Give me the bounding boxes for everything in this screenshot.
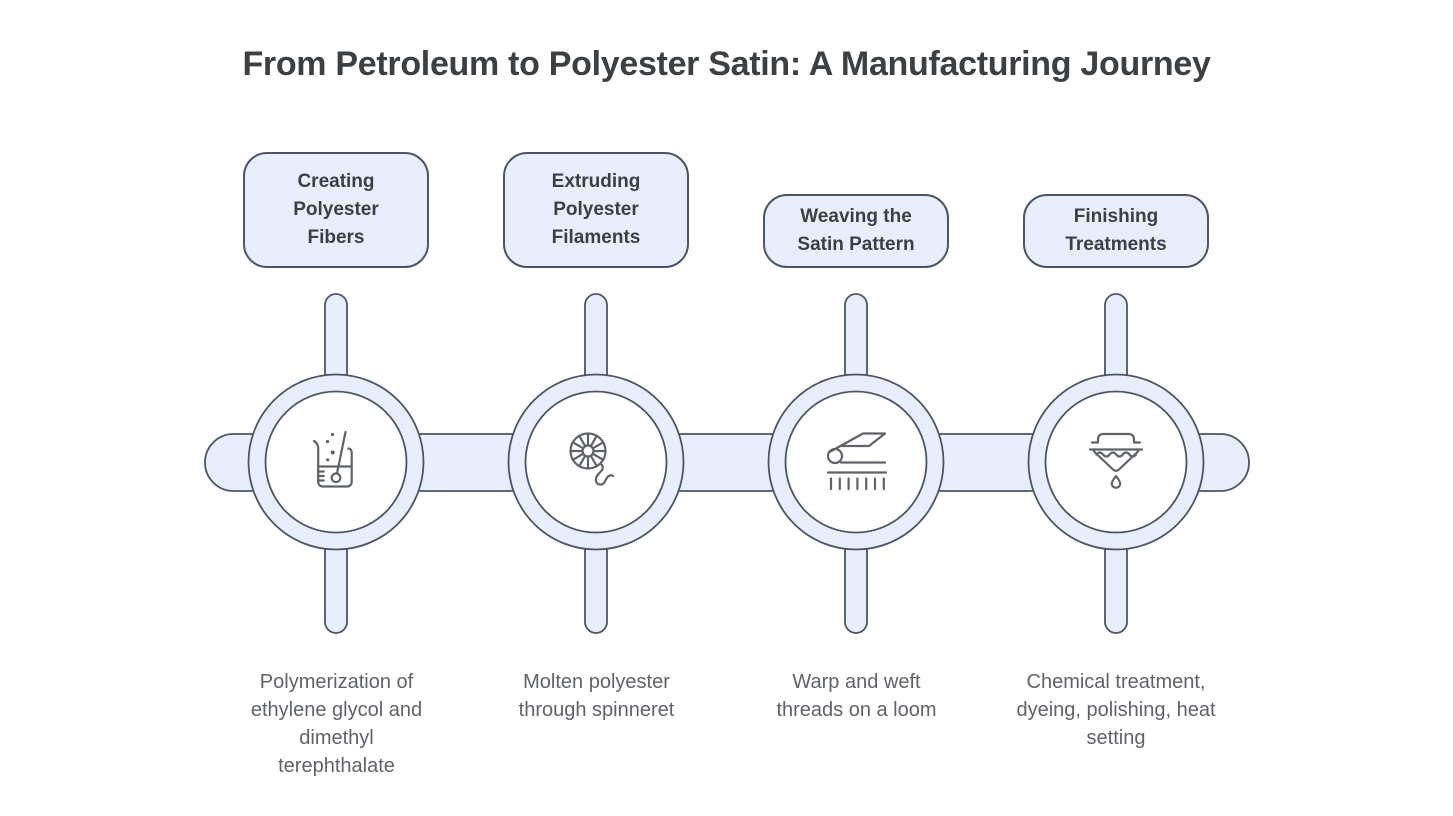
step-label-text: Weaving the Satin Pattern (797, 206, 915, 255)
dye-vat-icon (1088, 432, 1144, 489)
beaker-icon (312, 430, 353, 488)
step-label-weaving-the-satin-pattern: Weaving the Satin Pattern (763, 194, 949, 268)
step-node-1 (247, 293, 425, 634)
step-circle-inner (1044, 390, 1188, 534)
step-node-3 (767, 293, 945, 634)
spinneret-icon (569, 432, 615, 486)
step-description-2: Molten polyester through spinneret (518, 671, 675, 721)
step-node-4 (1027, 293, 1205, 634)
step-description-4: Chemical treatment, dyeing, polishing, h… (1016, 671, 1216, 749)
step-circle-inner (524, 390, 668, 534)
page-title: From Petroleum to Polyester Satin: A Man… (242, 45, 1211, 83)
step-label-text: Finishing Treatments (1065, 206, 1167, 255)
step-label-text: Creating Polyester Fibers (293, 171, 379, 248)
step-description-3: Warp and weft threads on a loom (776, 671, 937, 721)
timeline-bar (204, 433, 1250, 492)
step-label-finishing-treatments: Finishing Treatments (1023, 194, 1209, 268)
step-description-1: Polymerization of ethylene glycol and di… (250, 671, 423, 777)
step-label-extruding-polyester-filaments: Extruding Polyester Filaments (503, 152, 689, 268)
step-circle-inner (264, 390, 408, 534)
step-node-2 (507, 293, 685, 634)
loom-icon (826, 432, 888, 491)
step-label-creating-polyester-fibers: Creating Polyester Fibers (243, 152, 429, 268)
step-label-text: Extruding Polyester Filaments (551, 171, 641, 248)
